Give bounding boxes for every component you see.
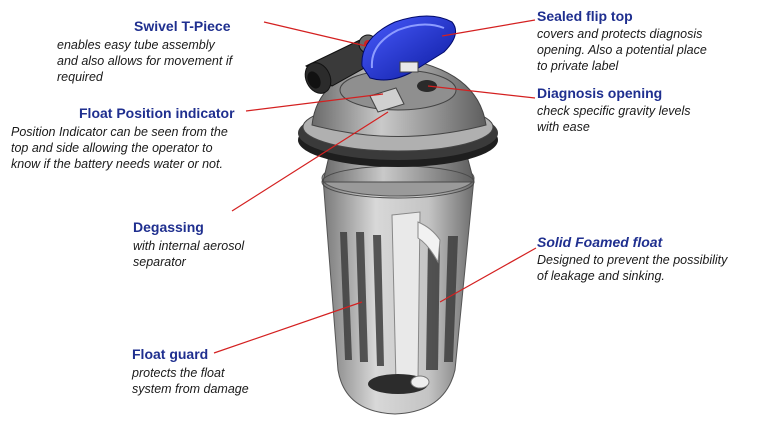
callout-diagnosis-opening: Diagnosis opening check specific gravity… xyxy=(537,85,691,135)
flip-top xyxy=(361,15,457,81)
leader-diagnosis-opening xyxy=(427,85,536,99)
callout-degassing: Degassing with internal aerosol separato… xyxy=(133,219,244,270)
callout-line: top and side allowing the operator to xyxy=(11,141,213,155)
callout-line: to private label xyxy=(537,59,619,73)
callout-title: Sealed flip top xyxy=(537,8,633,24)
leader-solid-foamed-float xyxy=(439,247,537,303)
callout-float-position-indicator: Float Position indicator xyxy=(79,105,235,122)
callout-title: Float Position indicator xyxy=(79,105,235,121)
float-guard-cage xyxy=(321,159,475,415)
leader-sealed-flip-top xyxy=(441,19,536,37)
callout-title: Swivel T-Piece xyxy=(134,18,231,34)
callout-line: check specific gravity levels xyxy=(537,104,691,118)
callout-solid-foamed-float: Solid Foamed float Designed to prevent t… xyxy=(537,234,727,284)
callout-line: protects the float xyxy=(132,366,225,380)
callout-line: know if the battery needs water or not. xyxy=(11,157,223,171)
callout-line: opening. Also a potential place xyxy=(537,43,707,57)
leader-degassing xyxy=(231,111,389,212)
callout-line: required xyxy=(57,70,103,84)
callout-title: Float guard xyxy=(132,346,209,362)
callout-line: covers and protects diagnosis xyxy=(537,27,703,41)
callout-title: Diagnosis opening xyxy=(537,85,663,101)
leader-lines xyxy=(213,19,537,354)
callout-line: with internal aerosol xyxy=(133,239,245,253)
callout-line: and also allows for movement if xyxy=(57,54,233,68)
callout-swivel-t-piece: Swivel T-Piece xyxy=(134,18,231,35)
cap-dome xyxy=(311,57,487,137)
callout-float-guard: Float guard protects the float system fr… xyxy=(132,346,249,397)
leader-float-guard xyxy=(213,301,363,354)
callout-swivel-desc: enables easy tube assembly and also allo… xyxy=(57,37,287,85)
callout-line: Designed to prevent the possibility xyxy=(537,253,728,267)
callout-float-position-desc: Position Indicator can be seen from the … xyxy=(11,124,271,172)
leader-float-position xyxy=(245,93,384,112)
leader-swivel xyxy=(263,21,367,47)
callout-line: Position Indicator can be seen from the xyxy=(11,125,228,139)
callout-title: Solid Foamed float xyxy=(537,234,663,250)
callout-line: of leakage and sinking. xyxy=(537,269,665,283)
callout-line: with ease xyxy=(537,120,590,134)
callout-line: system from damage xyxy=(132,382,249,396)
callout-line: enables easy tube assembly xyxy=(57,38,215,52)
callout-line: separator xyxy=(133,255,186,269)
callout-sealed-flip-top: Sealed flip top covers and protects diag… xyxy=(537,8,707,74)
callout-title: Degassing xyxy=(133,219,204,235)
